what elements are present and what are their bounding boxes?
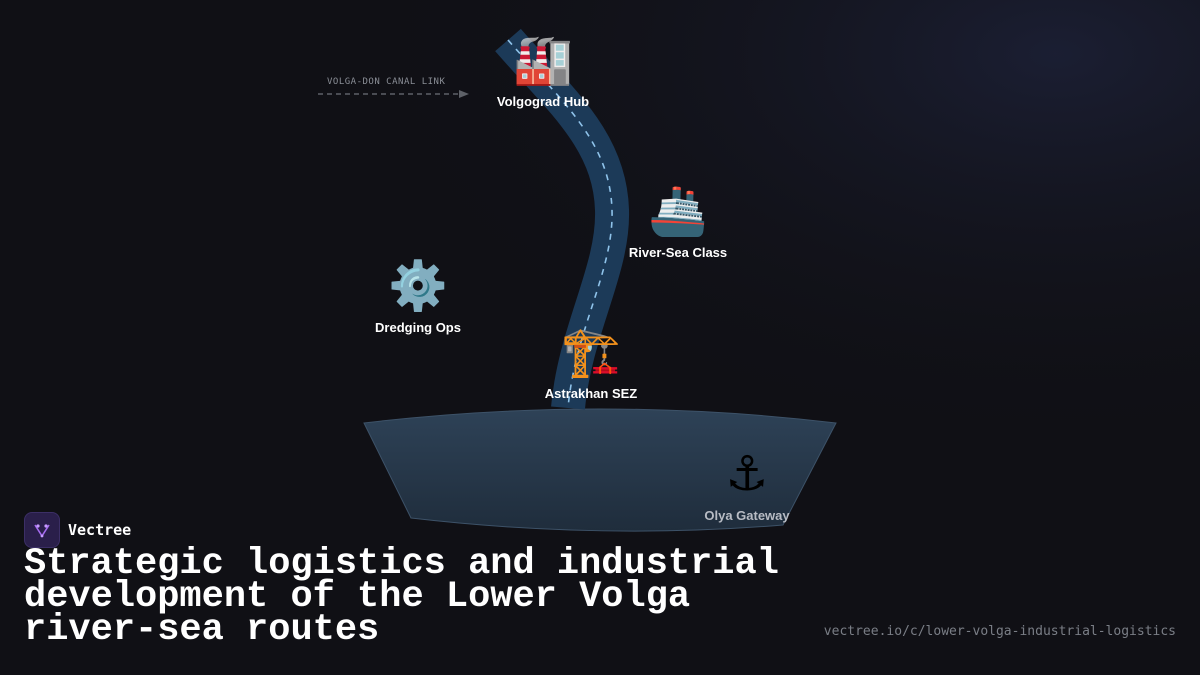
node-astrakhan-sez: 🏗️ Astrakhan SEZ <box>545 324 637 401</box>
sea-basin <box>363 408 837 532</box>
brand: Vectree <box>24 512 131 548</box>
node-olya-gateway: ⚓ Olya Gateway <box>704 446 789 523</box>
node-river-sea-class: 🚢 River-Sea Class <box>629 183 727 260</box>
node-label: Dredging Ops <box>375 320 461 335</box>
page-title: Strategic logistics and industrial devel… <box>24 543 779 651</box>
brand-name: Vectree <box>68 521 132 539</box>
gear-icon: ⚙️ <box>388 258 448 314</box>
river-route-dashes <box>507 39 613 409</box>
canal-arrow-head <box>459 90 469 98</box>
node-volgograd-hub: 🏭 Volgograd Hub <box>497 32 589 109</box>
factory-icon: 🏭 <box>513 32 573 88</box>
canal-link-label: VOLGA-DON CANAL LINK <box>327 77 446 87</box>
source-url: vectree.io/c/lower-volga-industrial-logi… <box>823 624 1176 639</box>
crane-icon: 🏗️ <box>561 324 621 380</box>
vectree-logo-icon <box>24 512 60 548</box>
node-label: River-Sea Class <box>628 245 728 260</box>
anchor-icon: ⚓ <box>725 446 769 502</box>
node-label: Volgograd Hub <box>496 94 590 109</box>
node-label: Olya Gateway <box>704 508 790 523</box>
ship-icon: 🚢 <box>648 183 708 239</box>
node-label: Astrakhan SEZ <box>544 386 638 401</box>
node-dredging-ops: ⚙️ Dredging Ops <box>375 258 461 335</box>
